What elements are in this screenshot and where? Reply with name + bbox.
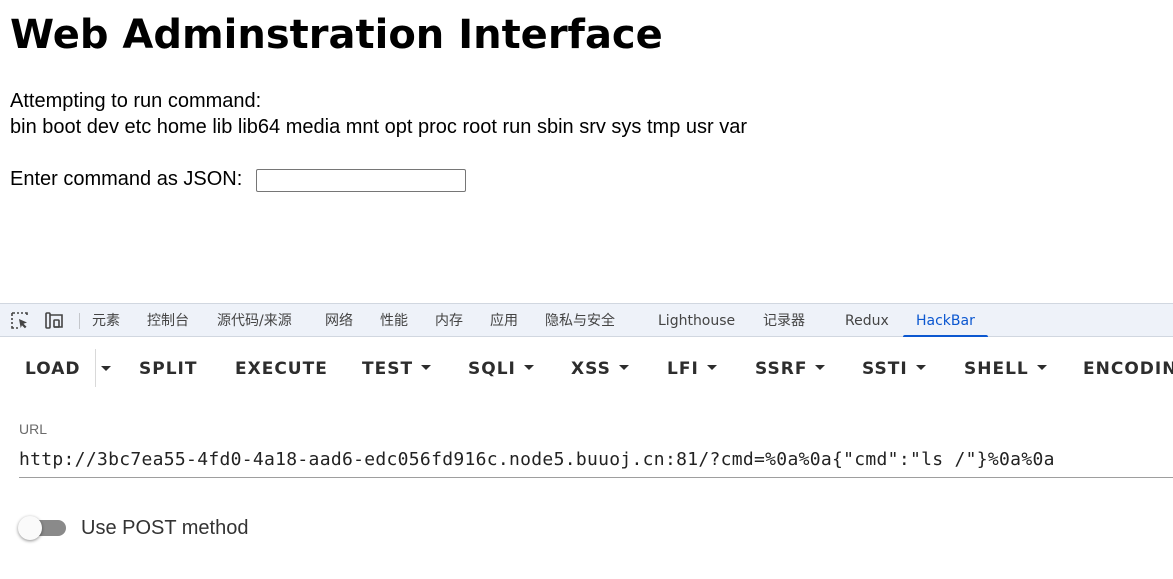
tab-network[interactable]: 网络 <box>325 313 353 329</box>
chevron-down-icon <box>618 364 629 370</box>
toolbar-separator <box>79 313 80 329</box>
test-menu-label: TEST <box>362 359 414 379</box>
tab-lighthouse[interactable]: Lighthouse <box>658 313 736 329</box>
hackbar-panel: LOAD SPLIT EXECUTE TEST SQLI XSS LFI SSR… <box>0 337 1173 579</box>
ssrf-menu-label: SSRF <box>755 359 808 379</box>
ssrf-menu-button[interactable]: SSRF <box>755 359 826 379</box>
chevron-down-icon <box>915 364 926 370</box>
url-underline <box>19 477 1173 478</box>
url-input[interactable]: http://3bc7ea55-4fd0-4a18-aad6-edc056fd9… <box>19 449 1055 470</box>
tab-console[interactable]: 控制台 <box>147 313 189 329</box>
test-menu-button[interactable]: TEST <box>362 359 432 379</box>
sqli-menu-button[interactable]: SQLI <box>468 359 534 379</box>
ssti-menu-button[interactable]: SSTI <box>862 359 926 379</box>
tab-privacy-security[interactable]: 隐私与安全 <box>545 313 615 329</box>
shell-menu-label: SHELL <box>964 359 1029 379</box>
sqli-menu-label: SQLI <box>468 359 516 379</box>
tab-recorder[interactable]: 记录器 <box>763 313 805 329</box>
execute-button[interactable]: EXECUTE <box>235 359 328 379</box>
post-method-label: Use POST method <box>81 517 249 539</box>
split-button[interactable]: SPLIT <box>139 359 198 379</box>
active-tab-indicator <box>903 335 988 338</box>
load-button[interactable]: LOAD <box>25 359 81 379</box>
chevron-down-icon <box>1036 364 1047 370</box>
web-page: Web Adminstration Interface Attempting t… <box>10 12 748 192</box>
attempt-label: Attempting to run command: <box>10 90 262 112</box>
tab-application[interactable]: 应用 <box>490 313 518 329</box>
lfi-menu-button[interactable]: LFI <box>667 359 717 379</box>
tab-hackbar[interactable]: HackBar <box>916 313 975 329</box>
tab-sources[interactable]: 源代码/来源 <box>217 313 292 329</box>
input-label: Enter command as JSON: <box>10 168 243 190</box>
chevron-down-icon <box>815 364 826 370</box>
json-command-input[interactable] <box>256 169 466 192</box>
xss-menu-label: XSS <box>571 359 611 379</box>
chevron-down-icon <box>523 364 534 370</box>
ssti-menu-label: SSTI <box>862 359 908 379</box>
chevron-down-icon <box>706 364 717 370</box>
tab-elements[interactable]: 元素 <box>92 313 120 329</box>
lfi-menu-label: LFI <box>667 359 699 379</box>
device-toolbar-icon[interactable] <box>44 311 64 331</box>
chevron-down-icon <box>421 364 432 370</box>
command-output: bin boot dev etc home lib lib64 media mn… <box>10 116 748 138</box>
tab-performance[interactable]: 性能 <box>380 313 408 329</box>
devtools-tab-bar: 元素 控制台 源代码/来源 网络 性能 内存 应用 隐私与安全 Lighthou… <box>0 303 1173 338</box>
inspect-element-icon[interactable] <box>10 311 30 331</box>
xss-menu-button[interactable]: XSS <box>571 359 629 379</box>
load-divider <box>95 349 96 387</box>
encoding-menu-button[interactable]: ENCODING <box>1083 359 1173 379</box>
url-label: URL <box>19 421 48 437</box>
tab-memory[interactable]: 内存 <box>435 313 463 329</box>
load-dropdown-icon[interactable] <box>101 366 111 371</box>
page-title: Web Adminstration Interface <box>10 12 663 58</box>
toggle-knob <box>18 516 42 540</box>
tab-redux[interactable]: Redux <box>845 313 889 329</box>
shell-menu-button[interactable]: SHELL <box>964 359 1047 379</box>
post-method-toggle[interactable] <box>18 516 68 540</box>
